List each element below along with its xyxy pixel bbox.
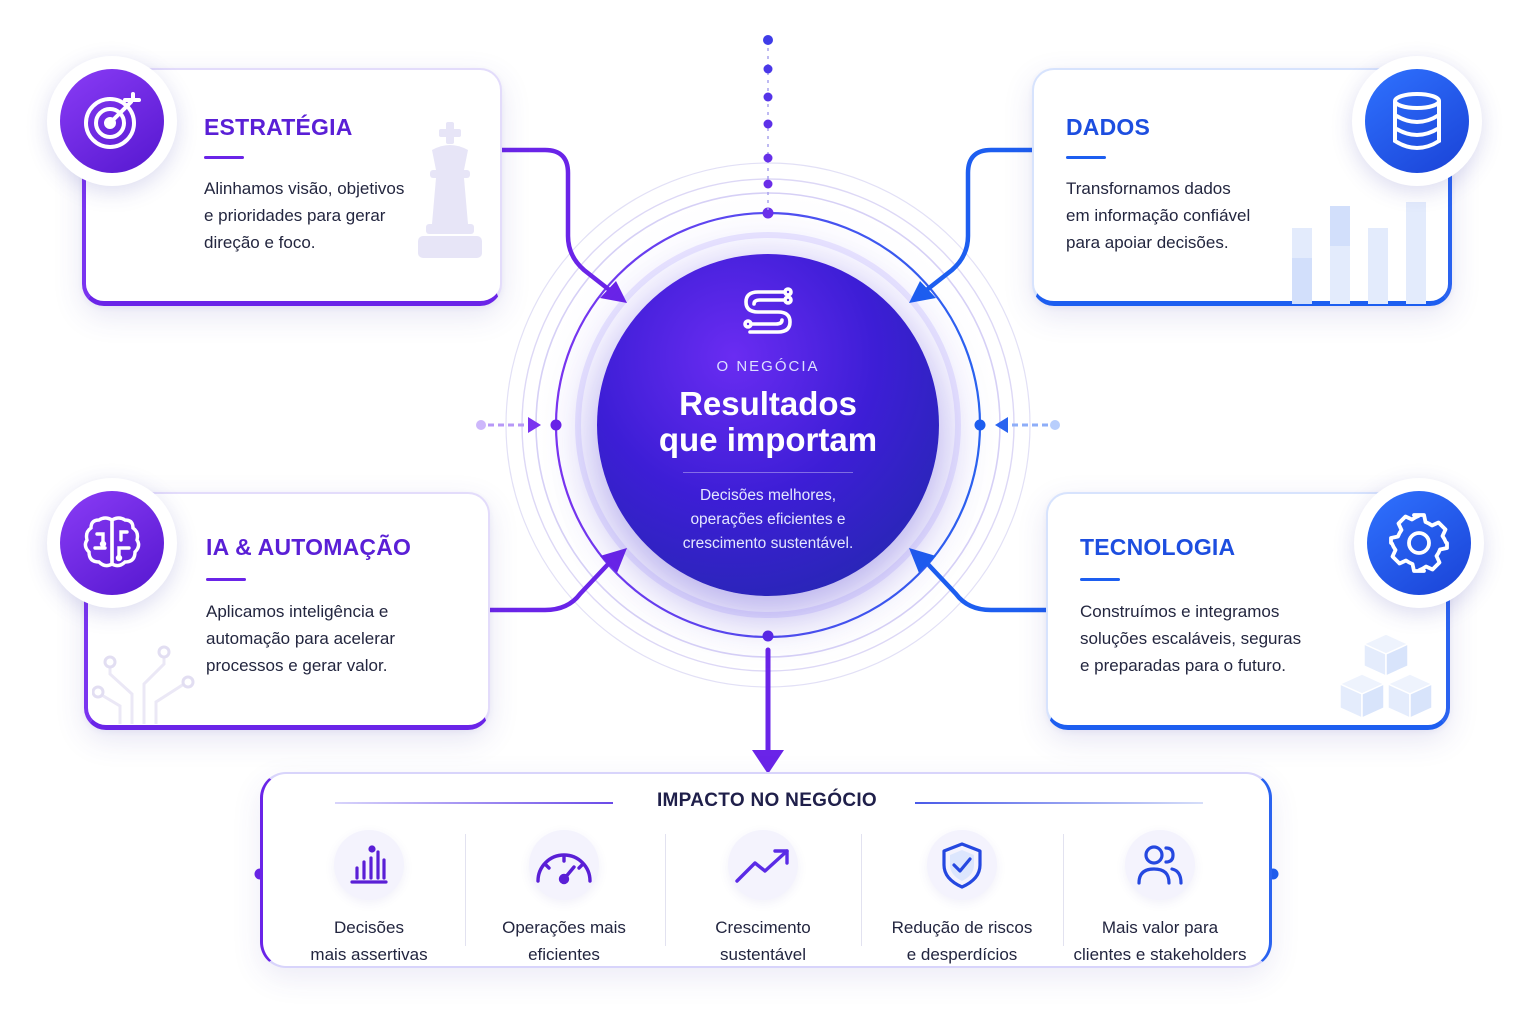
connector-estrategia [497,147,615,295]
impact-item: Crescimento sustentável [663,830,863,968]
bar-chart-icon [1292,202,1426,304]
desc-line: direção e foco. [204,233,316,252]
card-dados-desc: Transfornamos dados em informação confiá… [1066,175,1306,256]
impact-label-line: Crescimento [715,918,811,937]
estrategia-icon-badge [47,56,177,186]
desc-line: automação para acelerar [206,629,396,648]
card-tecnologia-title: TECNOLOGIA [1080,534,1236,560]
center-subtitle: Decisões melhores, operações eficientes … [597,484,939,556]
card-estrategia-desc: Alinhamos visão, objetivos e prioridades… [204,175,444,256]
desc-line: processos e gerar valor. [206,656,388,675]
desc-line: para apoiar decisões. [1066,233,1229,252]
desc-line: Construímos e integramos [1080,602,1280,621]
impact-label-line: Operações mais [502,918,626,937]
impact-title-rule-left [335,802,613,804]
center-title-line: que importam [658,421,878,458]
impact-title: IMPACTO NO NEGÓCIO [656,790,878,811]
desc-line: Aplicamos inteligência e [206,602,389,621]
ring-node-left [550,419,562,431]
inner-ring [575,232,961,618]
desc-line: e prioridades para gerar [204,206,386,225]
impact-item: Operações mais eficientes [464,830,664,968]
center-title-line: Resultados [679,385,857,422]
center-divider [683,472,853,473]
impact-label-line: Redução de riscos [891,918,1033,937]
impact-label-line: eficientes [528,945,600,964]
impact-item: Redução de riscos e desperdícios [862,830,1062,968]
connector-tecnologia [921,557,1051,613]
card-dados-rule [1066,156,1106,159]
impact-item: Mais valor para clientes e stakeholders [1060,830,1260,968]
center-title: Resultados que importam [597,386,939,458]
target-icon [84,92,141,149]
card-ia-desc: Aplicamos inteligência e automação para … [206,598,456,679]
stacked-cubes-icon [1338,633,1434,720]
center-subtitle-line: Decisões melhores, [699,487,837,504]
impact-label-line: e desperdícios [906,945,1018,964]
impact-separator [1063,834,1064,946]
circuit-traces-icon [92,645,195,724]
ring-node-right [974,419,986,431]
card-tecnologia-rule [1080,578,1120,581]
desc-line: Transfornamos dados [1066,179,1231,198]
impact-separator [465,834,466,946]
card-estrategia-rule [204,156,244,159]
tecnologia-icon-badge [1354,478,1484,608]
gear-icon [1389,513,1449,573]
bar-chart-growth-icon [350,845,388,884]
center-hub: O NEGÓCIA Resultados que importam Decisõ… [597,254,939,596]
center-subtitle-line: crescimento sustentável. [682,535,854,552]
impact-item: Decisões mais assertivas [269,830,469,968]
impact-label-line: mais assertivas [310,945,428,964]
card-tecnologia-desc: Construímos e integramos soluções escalá… [1080,598,1340,679]
ia-icon-badge [47,478,177,608]
desc-line: soluções escaláveis, seguras [1080,629,1302,648]
desc-line: e preparadas para o futuro. [1080,656,1287,675]
card-estrategia-title: ESTRATÉGIA [204,114,353,140]
connector-ia [485,557,615,613]
ring-node-top [762,207,774,219]
card-ia-rule [206,578,246,581]
impact-label-line: clientes e stakeholders [1073,945,1247,964]
center-subtitle-line: operações eficientes e [690,511,846,528]
impact-label-line: sustentável [720,945,806,964]
center-kicker: O NEGÓCIA [716,358,820,375]
dados-icon-badge [1352,56,1482,186]
users-icon [1137,845,1183,885]
impact-title-rule-right [915,802,1203,804]
circuit-s-logo-icon [743,287,793,334]
impact-label-line: Mais valor para [1101,918,1219,937]
connector-dados [921,147,1039,295]
impact-label-line: Decisões [334,918,404,937]
impact-separator [861,834,862,946]
card-ia-title: IA & AUTOMAÇÃO [206,534,412,560]
speedometer-icon [536,853,592,885]
brain-circuit-icon [83,516,141,568]
trend-up-arrow-icon [735,849,789,883]
desc-line: em informação confiável [1066,206,1251,225]
database-icon [1393,92,1441,150]
ring-node-bottom [762,630,774,642]
chess-king-icon [418,122,482,258]
desc-line: Alinhamos visão, objetivos [204,179,405,198]
card-dados-title: DADOS [1066,114,1151,140]
impact-panel: IMPACTO NO NEGÓCIO Decisões mais asserti… [260,772,1272,968]
impact-separator [665,834,666,946]
shield-check-icon [942,842,982,889]
